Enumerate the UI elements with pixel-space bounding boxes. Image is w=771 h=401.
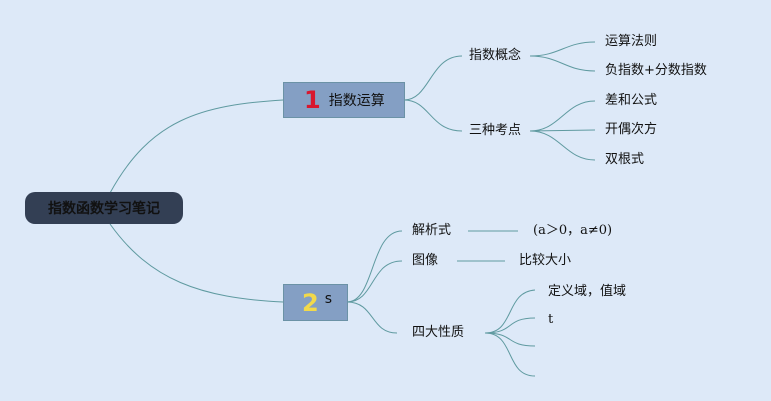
number-2-icon: 2 (302, 288, 319, 317)
leaf[interactable]: 开偶次方 (605, 122, 658, 137)
leaf[interactable]: 负指数+分数指数 (605, 63, 707, 78)
leaf[interactable]: 差和公式 (605, 93, 658, 108)
subtopic-properties[interactable]: 四大性质 (412, 325, 465, 340)
topic-label: s (324, 291, 332, 307)
leaf-compare[interactable]: 比较大小 (519, 253, 572, 268)
leaf[interactable]: 双根式 (605, 152, 645, 167)
subtopic-concept[interactable]: 指数概念 (469, 48, 522, 63)
central-topic[interactable]: 指数函数学习笔记 (25, 192, 183, 224)
subtopic-expression[interactable]: 解析式 (412, 223, 452, 238)
leaf-condition[interactable]: (a＞0，a≠0) (533, 223, 613, 238)
number-1-icon: 1 (304, 86, 321, 114)
topic-exponent-operations[interactable]: 1 指数运算 (283, 82, 405, 118)
leaf[interactable]: 定义域，值域 (548, 284, 627, 299)
leaf[interactable]: 运算法则 (605, 34, 658, 49)
topic-2[interactable]: 2 s (283, 284, 348, 321)
subtopic-three-points[interactable]: 三种考点 (469, 123, 522, 138)
leaf[interactable]: t (548, 312, 554, 327)
central-topic-label: 指数函数学习笔记 (48, 201, 160, 217)
subtopic-graph[interactable]: 图像 (412, 253, 439, 268)
topic-label: 指数运算 (328, 93, 385, 109)
